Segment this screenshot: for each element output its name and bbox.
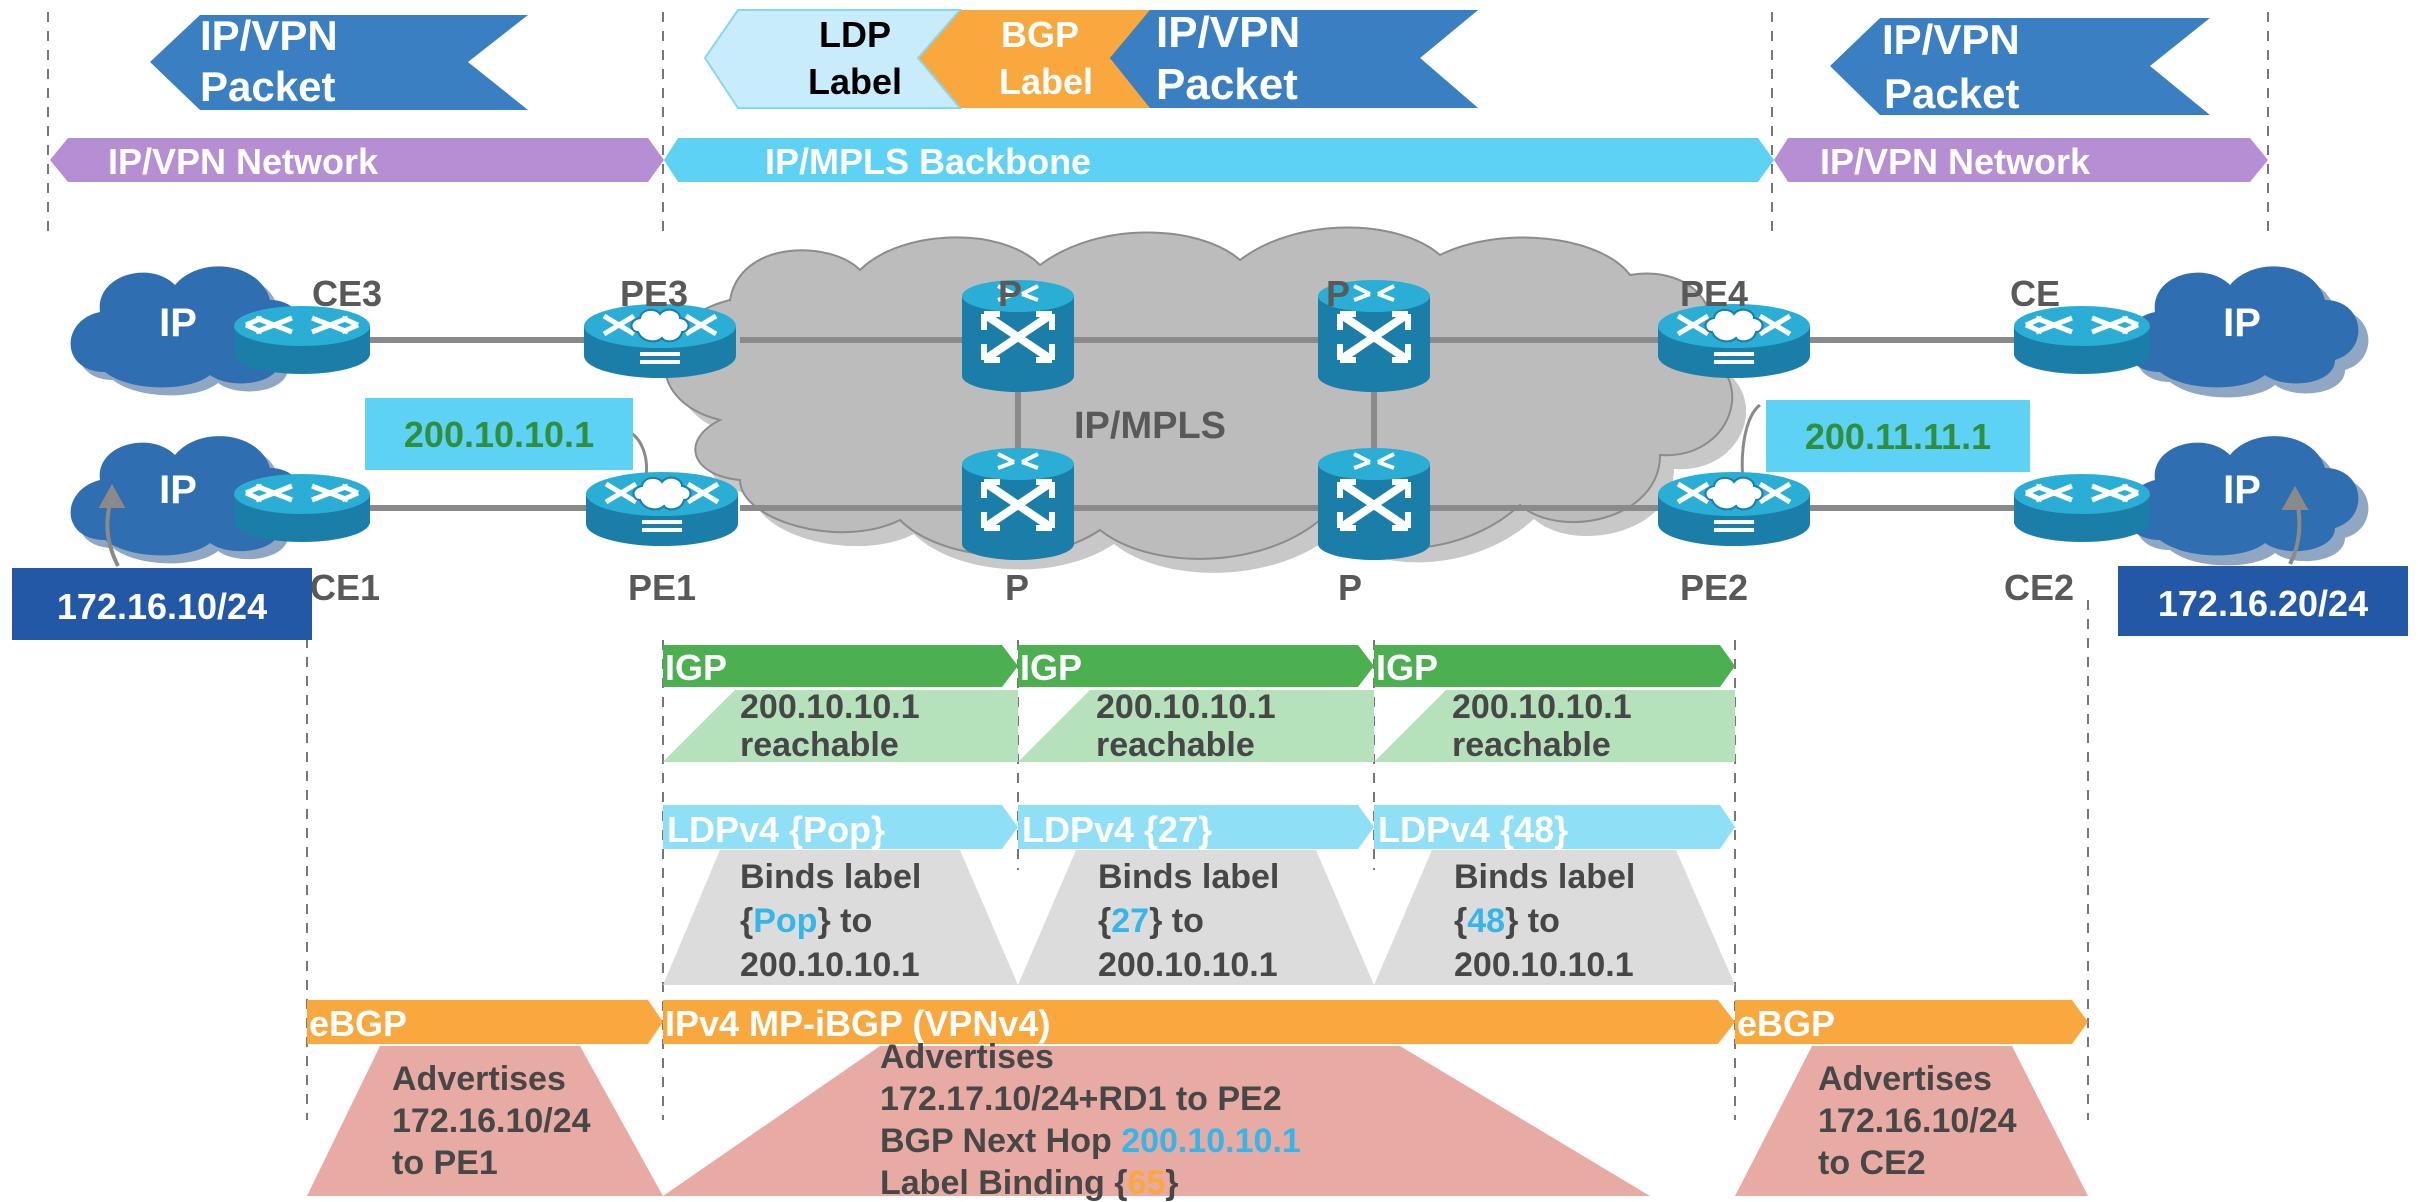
svg-text:reachable: reachable — [1452, 726, 1611, 764]
svg-text:172.16.10/24: 172.16.10/24 — [1818, 1102, 2017, 1140]
svg-text:reachable: reachable — [1096, 726, 1255, 764]
ce-label: CE — [2010, 273, 2060, 314]
ebgp-left-label: eBGP — [309, 1003, 407, 1044]
p-bottom-left-label: P — [1005, 567, 1029, 608]
left-ip-vpn-packet: IP/VPN Packet — [150, 12, 528, 110]
svg-text:Advertises: Advertises — [1818, 1060, 1992, 1098]
svg-text:IP: IP — [2223, 301, 2261, 345]
svg-text:IP/VPN: IP/VPN — [200, 12, 338, 59]
svg-text:IP: IP — [159, 301, 197, 345]
core-cloud: IP/MPLS — [664, 226, 1747, 573]
ce1-router-icon — [234, 474, 370, 542]
ldp-row: LDPv4 {Pop} LDPv4 {27} LDPv4 {48} Binds … — [663, 805, 1735, 985]
svg-text:200.10.10.1: 200.10.10.1 — [1452, 688, 1632, 726]
pe1-router-icon — [586, 472, 738, 546]
right-prefix-box: 172.16.20/24 — [2118, 566, 2408, 636]
p-top-left-label: P — [998, 273, 1022, 314]
mp-ibgp-label: IPv4 MP-iBGP (VPNv4) — [665, 1003, 1050, 1044]
prefix-pointers — [98, 483, 2309, 567]
ip-cloud-bottom-right: IP — [2125, 436, 2369, 566]
node-labels: CE3 PE3 P P PE4 CE CE1 PE1 P P PE2 CE2 — [310, 273, 2074, 608]
svg-text:{48} to: {48} to — [1454, 902, 1560, 940]
pe1-loopback-box: 200.10.10.1 — [365, 398, 633, 470]
ce3-label: CE3 — [312, 273, 382, 314]
igp-label-2: IGP — [1020, 647, 1082, 688]
svg-text:200.11.11.1: 200.11.11.1 — [1805, 416, 1991, 457]
svg-text:IP: IP — [2223, 468, 2261, 512]
svg-text:Label: Label — [808, 61, 902, 102]
svg-text:BGP: BGP — [1001, 14, 1079, 55]
svg-text:172.17.10/24+RD1 to PE2: 172.17.10/24+RD1 to PE2 — [880, 1080, 1282, 1118]
pe2-router-icon — [1658, 472, 1810, 546]
pe3-label: PE3 — [620, 273, 688, 314]
ebgp-right-label: eBGP — [1737, 1003, 1835, 1044]
svg-text:Advertises: Advertises — [880, 1038, 1054, 1076]
svg-text:BGP Next Hop 200.10.10.1: BGP Next Hop 200.10.10.1 — [880, 1122, 1301, 1160]
left-prefix-box: 172.16.10/24 — [12, 568, 312, 640]
svg-text:LDP: LDP — [819, 14, 891, 55]
svg-text:IP/VPN: IP/VPN — [1156, 8, 1300, 57]
svg-text:Packet: Packet — [1156, 60, 1298, 109]
network-bar: IP/VPN Network IP/MPLS Backbone IP/VPN N… — [50, 138, 2268, 182]
p-bottom-right-label: P — [1338, 567, 1362, 608]
svg-text:Binds label: Binds label — [1098, 858, 1279, 896]
svg-text:200.10.10.1: 200.10.10.1 — [1454, 946, 1634, 984]
pe4-label: PE4 — [1680, 273, 1748, 314]
svg-text:Label: Label — [999, 61, 1093, 102]
label-stack-packet: LDP Label BGP Label IP/VPN Packet — [703, 8, 1478, 109]
svg-text:200.10.10.1: 200.10.10.1 — [1098, 946, 1278, 984]
svg-text:{Pop} to: {Pop} to — [740, 902, 872, 940]
backbone-label: IP/MPLS Backbone — [765, 141, 1091, 182]
svg-text:172.16.20/24: 172.16.20/24 — [2158, 583, 2368, 624]
right-network-label: IP/VPN Network — [1820, 141, 2091, 182]
svg-text:Label Binding {65}: Label Binding {65} — [880, 1164, 1179, 1202]
ce2-router-icon — [2014, 474, 2150, 542]
svg-text:200.10.10.1: 200.10.10.1 — [404, 414, 594, 455]
svg-text:to PE1: to PE1 — [392, 1144, 498, 1182]
svg-text:200.10.10.1: 200.10.10.1 — [740, 946, 920, 984]
pe3-router-icon — [584, 304, 736, 378]
igp-label-1: IGP — [665, 647, 727, 688]
svg-text:Binds label: Binds label — [740, 858, 921, 896]
svg-text:to CE2: to CE2 — [1818, 1144, 1926, 1182]
svg-text:IP: IP — [159, 468, 197, 512]
p-bottom-right-switch-icon — [1318, 448, 1430, 560]
svg-text:Binds label: Binds label — [1454, 858, 1635, 896]
ip-cloud-top-right: IP — [2125, 266, 2369, 398]
ce1-label: CE1 — [310, 567, 380, 608]
svg-text:172.16.10/24: 172.16.10/24 — [392, 1102, 591, 1140]
svg-text:Packet: Packet — [1884, 70, 2019, 117]
svg-text:reachable: reachable — [740, 726, 899, 764]
p-bottom-left-switch-icon — [962, 448, 1074, 560]
svg-text:200.10.10.1: 200.10.10.1 — [1096, 688, 1276, 726]
pe4-router-icon — [1658, 304, 1810, 378]
svg-text:200.10.10.1: 200.10.10.1 — [740, 688, 920, 726]
igp-label-3: IGP — [1376, 647, 1438, 688]
pe1-label: PE1 — [628, 567, 696, 608]
svg-text:{27} to: {27} to — [1098, 902, 1204, 940]
bgp-row: eBGP IPv4 MP-iBGP (VPNv4) eBGP Advertise… — [307, 1000, 2088, 1202]
top-guides — [47, 12, 2269, 240]
p-top-right-label: P — [1326, 273, 1350, 314]
svg-text:Advertises: Advertises — [392, 1060, 566, 1098]
ce-router-icon — [2014, 306, 2150, 374]
igp-row: IGP IGP IGP 200.10.10.1 reachable 200.10… — [663, 645, 1735, 764]
pe2-loopback-box: 200.11.11.1 — [1766, 400, 2030, 472]
ldp-label-1: LDPv4 {Pop} — [667, 809, 885, 850]
core-cloud-label: IP/MPLS — [1074, 405, 1226, 447]
right-ip-vpn-packet: IP/VPN Packet — [1830, 16, 2210, 117]
ldp-label-3: LDPv4 {48} — [1378, 809, 1568, 850]
svg-text:IP/VPN: IP/VPN — [1882, 16, 2020, 63]
svg-text:172.16.10/24: 172.16.10/24 — [57, 586, 267, 627]
svg-text:Packet: Packet — [200, 63, 335, 110]
ldp-label-2: LDPv4 {27} — [1022, 809, 1212, 850]
left-network-label: IP/VPN Network — [108, 141, 379, 182]
ce2-label: CE2 — [2004, 567, 2074, 608]
ce3-router-icon — [234, 306, 370, 374]
pe2-label: PE2 — [1680, 567, 1748, 608]
